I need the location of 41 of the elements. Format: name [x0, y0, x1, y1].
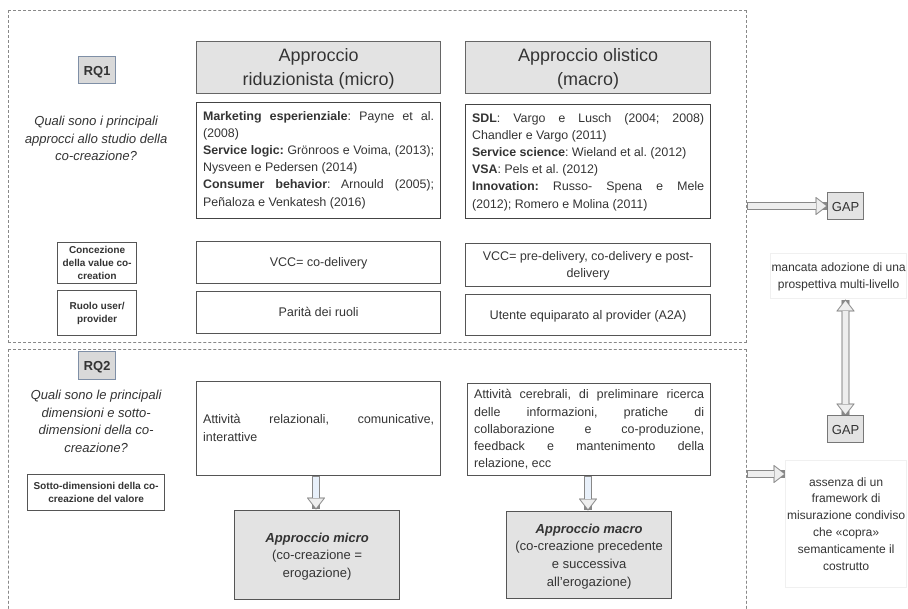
question-text: Quali sono i principali approcci allo studio della co-creazione?: [24, 112, 168, 165]
reference-box: [465, 104, 711, 219]
question-tag: RQ2: [78, 351, 116, 380]
dashed-panel: [8, 349, 747, 609]
reference-text: Innovation: Russo- Spena e Mele (2012); Romero e Molina (2011): [472, 178, 704, 213]
reference-text: SDL: Vargo e Lusch (2004; 2008) Chandler e Vargo (2011): [472, 110, 704, 144]
row-label-box: Concezione della value co- creation: [57, 242, 137, 284]
row-label-box: Sotto-dimensioni della co-creazione del valore: [27, 474, 165, 511]
block-arrow: [747, 465, 786, 483]
text-box: VCC= pre-delivery, co-delivery e post-delivery: [465, 243, 711, 287]
question-text: Quali sono le principali dimensioni e sotto-dimensioni della co-creazione?: [30, 386, 163, 456]
block-arrow: [579, 476, 597, 510]
text-box: Attività cerebrali, di preliminare ricerca delle informazioni, pratiche di collaborazione e co-produzione, feedback e mantenimento della relazione, ecc: [467, 383, 711, 476]
result-heading: Approccio micro: [265, 528, 369, 546]
reference-text: VSA: Pels et al. (2012): [472, 161, 600, 178]
block-arrow: [307, 476, 325, 510]
dashed-panel: [8, 10, 747, 343]
result-text: (co-creazione = erogazione): [271, 546, 363, 582]
reference-box: [196, 102, 441, 219]
result-box: [506, 511, 672, 599]
gap-tag: GAP: [827, 192, 864, 220]
text-box: Utente equiparato al provider (A2A): [465, 294, 711, 336]
gap-description: assenza di un framework di misurazione condiviso che «copra» semanticamente il costrutto: [785, 460, 907, 588]
reference-text: Consumer behavior: Arnould (2005); Peñaloza e Venkatesh (2016): [203, 176, 434, 211]
text-box: Attività relazionali, comunicative, interattive: [196, 381, 441, 476]
reference-text: Service logic: Grönroos e Voima, (2013); Nysveen e Pedersen (2014): [203, 142, 434, 176]
block-arrow: [836, 300, 854, 416]
block-arrow: [747, 197, 828, 215]
text-box: VCC= co-delivery: [196, 241, 441, 284]
question-tag: RQ1: [78, 56, 116, 84]
row-label-box: Ruolo user/ provider: [57, 290, 137, 336]
gap-tag: GAP: [827, 415, 864, 443]
reference-text: Service science: Wieland et al. (2012): [472, 144, 688, 162]
result-box: [234, 510, 400, 600]
result-text: (co-creazione precedente e successiva all’erogazione): [514, 537, 664, 590]
header-box: Approccio riduzionista (micro): [196, 41, 441, 94]
header-box: Approccio olistico (macro): [465, 41, 711, 94]
gap-description: mancata adozione di una prospettiva multi-livello: [770, 253, 907, 299]
reference-text: Marketing esperienziale: Payne et al. (2008): [203, 108, 434, 142]
text-box: Parità dei ruoli: [196, 291, 441, 334]
result-heading: Approccio macro: [536, 520, 642, 538]
